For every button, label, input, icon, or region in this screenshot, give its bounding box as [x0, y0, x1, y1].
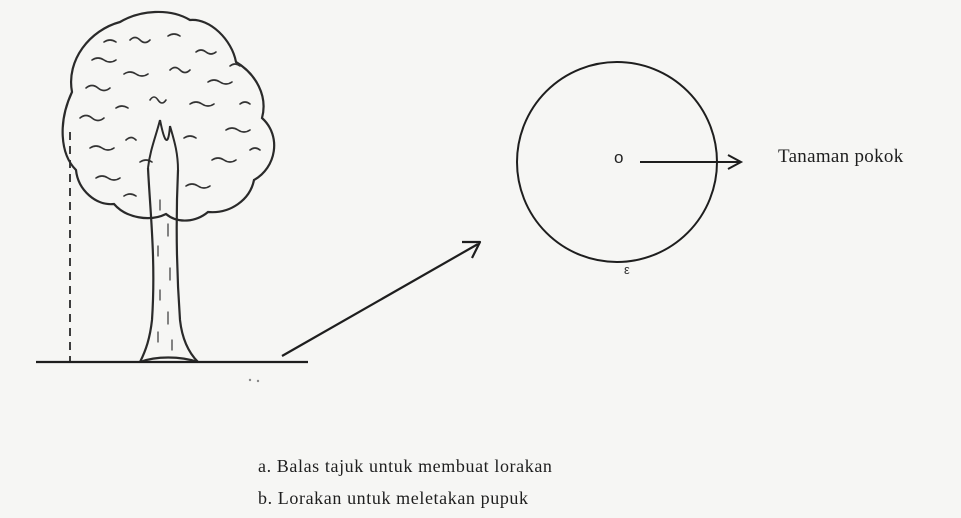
main-plant-label: Tanaman pokok	[778, 146, 904, 167]
crown-texture	[79, 33, 261, 197]
tree-center-marker: o	[614, 148, 624, 167]
speck	[256, 379, 260, 383]
tree-branches	[147, 119, 179, 171]
trunk-bark	[157, 199, 173, 351]
speck	[248, 378, 252, 382]
caption-list: a. Balas tajuk untuk membuat lorakan b. …	[258, 450, 553, 514]
circle-mark: ε	[624, 262, 630, 277]
caption-a: a. Balas tajuk untuk membuat lorakan	[258, 456, 553, 476]
tree-trunk	[139, 167, 199, 364]
center-arrow	[640, 154, 744, 170]
pointer-arrow	[281, 240, 482, 357]
caption-b: b. Lorakan untuk meletakan pupuk	[258, 488, 529, 508]
tree-crown	[61, 10, 276, 222]
